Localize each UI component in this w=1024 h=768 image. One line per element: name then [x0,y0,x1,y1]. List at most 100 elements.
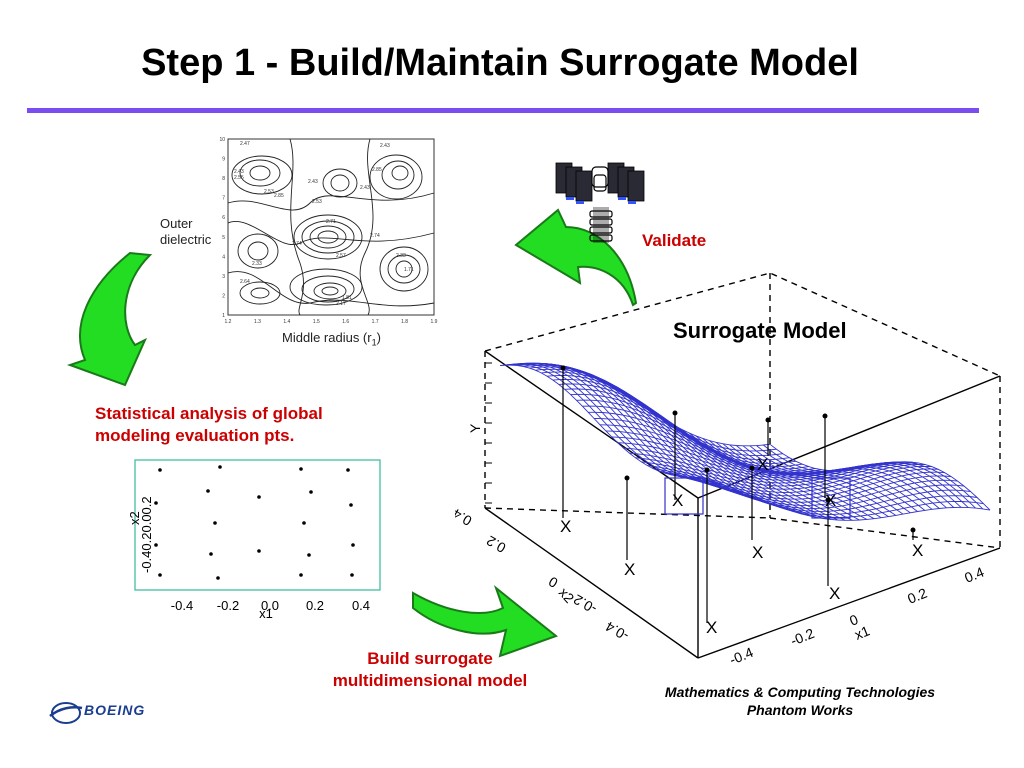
scatter-point [307,553,311,557]
contour-y-label: Outer dielectric [160,216,212,247]
mesh-line [526,362,730,488]
scatter-point [213,521,217,525]
contour-y-tick: 3 [222,274,225,280]
sample-x-marker: X [706,618,717,637]
mesh-line [513,363,715,483]
scatter-point [350,573,354,577]
surrogate-mesh [499,362,991,521]
mesh-line [621,392,831,520]
sample-x-marker: X [752,543,763,562]
mesh-line [567,367,773,505]
scatter-point [154,543,158,547]
contour-level-label: 2.74 [370,233,380,239]
scatter-point [302,521,306,525]
mesh-line [540,363,744,493]
contour-x-tick: 1.7 [372,319,379,325]
contour-x-tick: 1.4 [283,319,290,325]
scatter-x-tick: -0.4 [171,598,193,613]
scatter-x-tick: 0.2 [306,598,324,613]
footer-credit: Mathematics & Computing Technologies Pha… [664,684,936,718]
sample-dot [910,527,916,533]
surface-x1-ticks: -0.4-0.200.20.4 [727,564,986,668]
sample-dot [822,413,828,419]
build-surrogate-label: Build surrogate multidimensional model [332,649,528,690]
sample-x-marker: X [624,560,635,579]
contour-level-label: 2.74 [292,241,302,247]
y-axis-ticks [485,362,492,504]
boeing-logo: BOEING [84,702,146,718]
contour-level-label: 2.43 [360,185,370,191]
sample-dot [749,465,755,471]
surface-x1-tick: 0.4 [962,564,986,586]
mesh-line [601,380,809,517]
scatter-point [218,465,222,469]
sample-x-marker: X [560,517,571,536]
mesh-line [628,396,838,521]
surface-x2-tick: 0.4 [455,506,475,530]
contour-level-label: 1.71 [404,267,414,273]
surface-x2-tick: 0.2 [483,533,508,557]
contour-x-label: Middle radius (r1) [282,330,381,348]
sample-dot [672,410,678,416]
validate-label: Validate [642,231,707,250]
surface-x1-tick: -0.4 [727,644,756,668]
contour-level-label: 2.47 [240,141,250,147]
surface-x2-tick: 0 [546,573,561,591]
contour-x-tick: 1.2 [225,319,232,325]
scatter-point [309,490,313,494]
scatter-x-label: x1 [259,606,273,621]
surface-x1-label: x1 [852,622,872,642]
surface-x2-ticks: 0.40.20-0.2-0.4 [455,506,632,645]
slide-title: Step 1 - Build/Maintain Surrogate Model [141,42,859,84]
arrow-down-left [66,251,153,387]
scatter-frame [134,459,381,591]
scatter-point [299,467,303,471]
surface-y-label: Y [467,423,483,433]
contour-level-label: 2.53 [264,189,274,195]
contour-level-label: 2.55 [234,175,244,181]
contour-y-tick: 1 [222,313,225,319]
mesh-line [756,445,976,509]
mesh-line [749,445,969,508]
contour-y-tick: 5 [222,235,225,241]
contour-level-label: 2.64 [240,279,250,285]
sample-x-marker: X [757,455,768,474]
scatter-x-tick: 0.0 [261,598,279,613]
scatter-point [257,495,261,499]
scatter-point [346,468,350,472]
scatter-y-label: x2 [127,511,142,525]
highlight-box [664,477,704,515]
contour-y-tick: 7 [222,196,225,202]
contour-level-label: 2.17 [336,301,346,307]
scatter-point [158,573,162,577]
mesh-line [570,393,848,475]
boeing-logo-icon [49,702,83,724]
mesh-line [506,363,708,480]
sample-dot [825,497,831,503]
sample-dot [765,417,771,423]
mesh-line [607,384,817,518]
contour-level-label: 2.53 [312,199,322,205]
scatter-point [257,549,261,553]
scatter-point [206,489,210,493]
contour-level-label: 2.43 [234,169,244,175]
mesh-line [614,388,824,519]
arrow-up-left [514,208,638,307]
contour-y-tick: 2 [222,293,225,299]
scatter-point [158,468,162,472]
mesh-line [520,362,722,485]
statistical-analysis-label: Statistical analysis of global modeling … [95,404,323,445]
sample-dot [560,365,566,371]
surface-box-solid [484,350,1001,659]
server-cluster-icon [555,162,645,243]
contour-x-tick: 1.3 [254,319,261,325]
contour-y-tick: 8 [222,176,225,182]
